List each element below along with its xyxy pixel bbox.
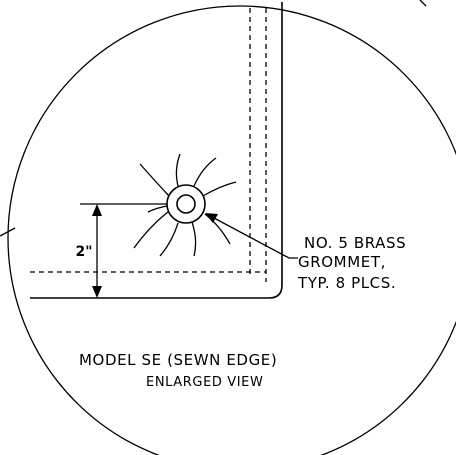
- callout-line-2: GROMMET,: [298, 253, 386, 271]
- dimension-arrow-top: [92, 204, 102, 216]
- wrinkle-lines: [133, 153, 237, 257]
- dimension-label: 2": [75, 244, 92, 260]
- dimension-arrow-bottom: [92, 286, 102, 298]
- panel-edge: [30, 2, 283, 299]
- callout-arrow: [205, 213, 218, 223]
- callout-line-3: TYP. 8 PLCS.: [297, 274, 396, 292]
- caption-subtitle: ENLARGED VIEW: [146, 375, 263, 390]
- top-right-leader-line: [419, 0, 427, 7]
- left-leader-line: [0, 227, 16, 237]
- callout-line-1: NO. 5 BRASS: [304, 234, 406, 252]
- callout-leader: [213, 217, 298, 259]
- detail-circle: [7, 5, 456, 455]
- grommet-outer: [166, 184, 206, 224]
- grommet-inner: [176, 194, 196, 214]
- caption-title: MODEL SE (SEWN EDGE): [79, 351, 277, 369]
